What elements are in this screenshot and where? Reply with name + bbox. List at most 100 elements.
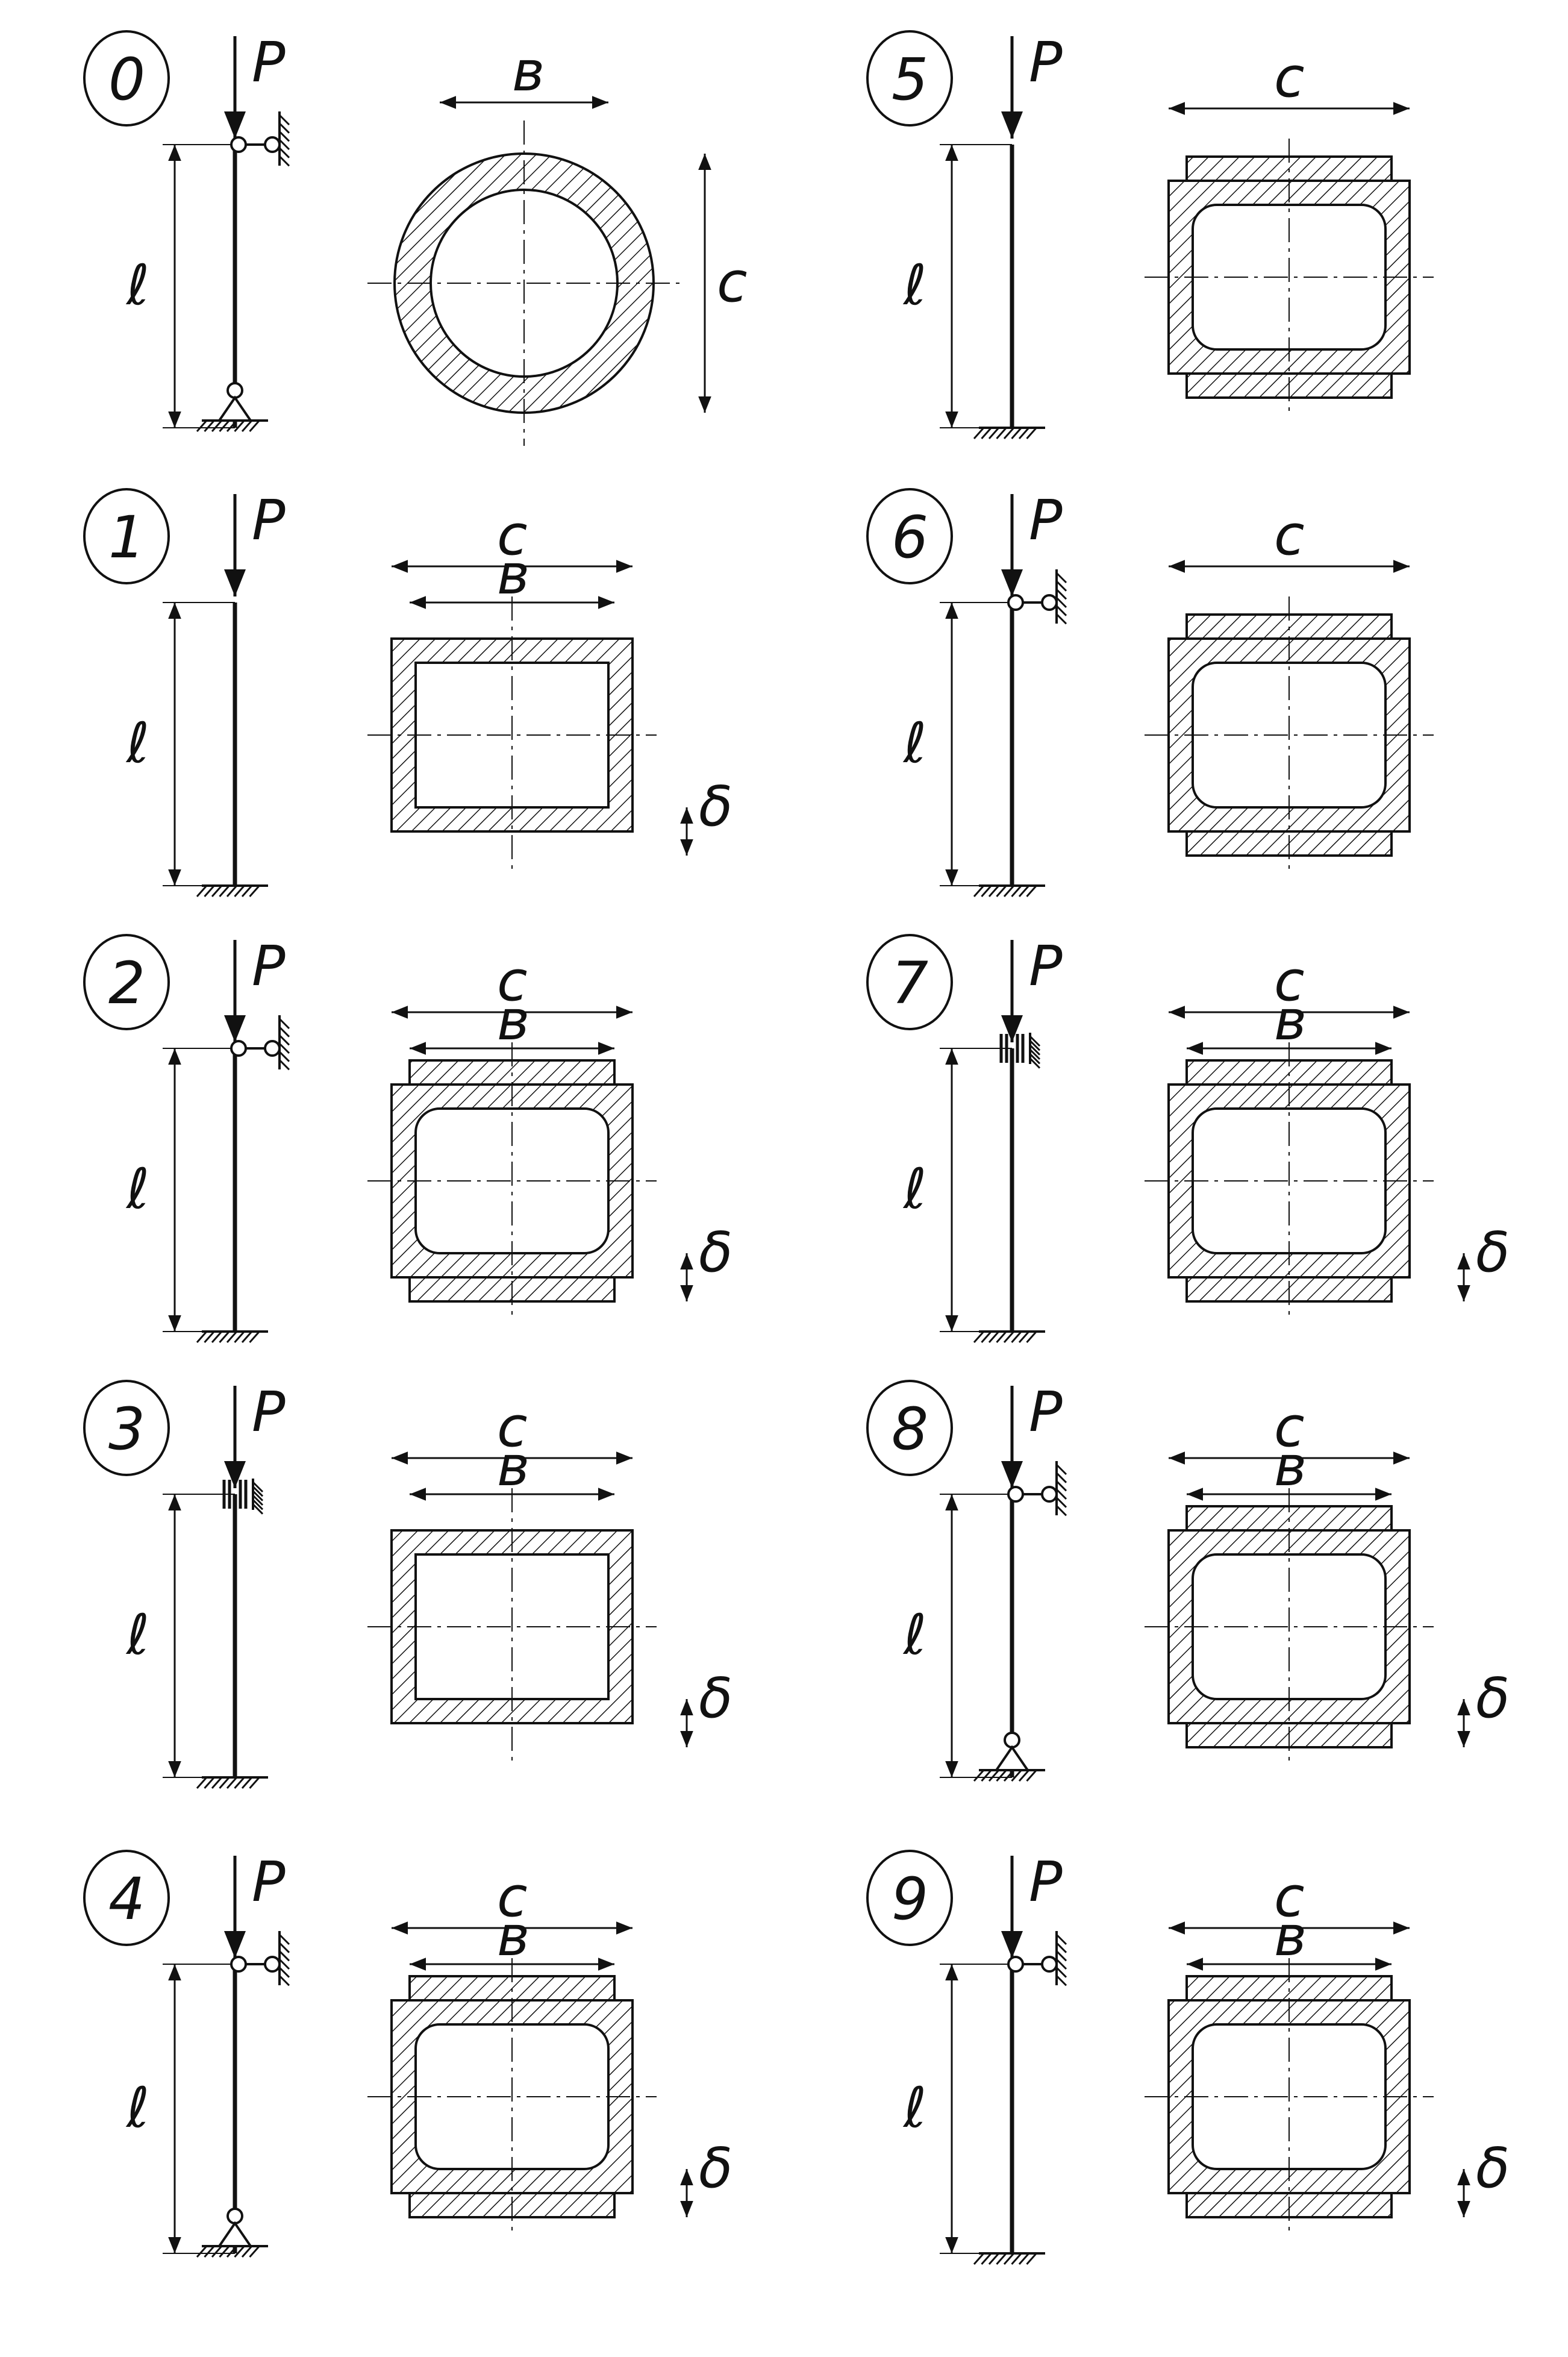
length-label: ℓ [902, 253, 926, 318]
ground-hatch [1026, 2253, 1037, 2265]
ground-hatch [1026, 1331, 1037, 1343]
label-c: c [497, 1865, 528, 1929]
number-circle [83, 488, 170, 584]
ground-hatch [219, 420, 230, 432]
ground-hatch [241, 1331, 253, 1343]
variant-number: 7 [892, 950, 928, 1017]
ground-hatch [996, 1770, 1007, 1782]
force-label: P [252, 934, 286, 998]
ground-hatch [204, 420, 215, 432]
variant-number: 8 [892, 1395, 928, 1463]
roller-wall-pin [264, 1040, 281, 1057]
ground-hatch [1018, 427, 1030, 439]
pin-circle [226, 382, 243, 399]
length-label: ℓ [902, 1157, 926, 1221]
section-5: c [1145, 45, 1434, 416]
ground-hatch [981, 427, 992, 439]
ground-hatch [996, 2253, 1007, 2265]
wall-hatch [278, 155, 290, 167]
ground-hatch [234, 1331, 245, 1343]
ground-hatch [211, 885, 223, 897]
label-c: c [1274, 45, 1305, 110]
ground-hatch [988, 1770, 1000, 1782]
ground-hatch [211, 1331, 223, 1343]
wall-hatch [1055, 580, 1067, 592]
wall-hatch [1055, 1463, 1067, 1476]
ground-hatch [219, 885, 230, 897]
pin-triangle [217, 2221, 253, 2247]
wall-hatch [252, 1481, 264, 1493]
ground-hatch [1018, 885, 1030, 897]
wall-hatch [252, 1490, 264, 1501]
number-circle [866, 1850, 953, 1946]
ground-hatch [204, 1777, 215, 1789]
roller-wall-pin [1041, 1956, 1058, 1973]
wall-hatch [278, 1051, 290, 1062]
ground-hatch [249, 2246, 260, 2258]
pin-circle [226, 2208, 243, 2224]
ground-hatch [249, 1331, 260, 1343]
wall-hatch [278, 1967, 290, 1978]
ground-hatch [1011, 1770, 1022, 1782]
wall-hatch [1029, 1044, 1041, 1056]
ground-hatch [196, 885, 208, 897]
number-circle [866, 30, 953, 127]
ground-hatch [1003, 1770, 1015, 1782]
wall-hatch [278, 1026, 290, 1038]
ground-hatch [973, 2253, 985, 2265]
ground-hatch [996, 1331, 1007, 1343]
force-label: P [252, 1380, 286, 1444]
length-label: ℓ [902, 1603, 926, 1667]
wall-hatch [278, 1018, 290, 1030]
label-delta: δ [699, 2136, 732, 2200]
ground-hatch [988, 885, 1000, 897]
ground-hatch [1026, 1770, 1037, 1782]
ground-hatch [226, 885, 238, 897]
number-circle [866, 934, 953, 1030]
ground-hatch [988, 1331, 1000, 1343]
pin-triangle [994, 1745, 1030, 1771]
wall-hatch [1055, 1488, 1067, 1500]
wall-hatch [278, 147, 290, 158]
ground-hatch [226, 420, 238, 432]
pin-triangle [217, 395, 253, 422]
ground-hatch [981, 2253, 992, 2265]
label-b: в [497, 1904, 529, 1968]
ground-hatch [1018, 1331, 1030, 1343]
length-label: ℓ [125, 253, 149, 318]
variant-number: 2 [108, 950, 145, 1017]
variant-number: 4 [108, 1865, 145, 1933]
length-label: ℓ [902, 2076, 926, 2140]
number-circle [866, 1380, 953, 1476]
ground-hatch [1011, 2253, 1022, 2265]
ground-hatch [234, 885, 245, 897]
ground-hatch [234, 420, 245, 432]
ground-hatch [1003, 885, 1015, 897]
wall-hatch [1029, 1048, 1041, 1060]
ground-hatch [988, 427, 1000, 439]
section-4: cв δ [367, 1865, 732, 2235]
ground-hatch [241, 885, 253, 897]
ground-hatch [1003, 427, 1015, 439]
wall-hatch [1029, 1040, 1041, 1051]
ground-hatch [226, 1777, 238, 1789]
wall-hatch [1029, 1035, 1041, 1047]
ground-hatch [996, 885, 1007, 897]
ground-hatch [973, 885, 985, 897]
wall-hatch [1029, 1053, 1041, 1065]
ground-hatch [1011, 885, 1022, 897]
roller-wall-pin [1041, 594, 1058, 611]
ground-hatch [226, 2246, 238, 2258]
length-label: ℓ [125, 2076, 149, 2140]
ground-hatch [973, 1770, 985, 1782]
wall-hatch [278, 1933, 290, 1945]
section-8: cвδ [1145, 1395, 1510, 1765]
